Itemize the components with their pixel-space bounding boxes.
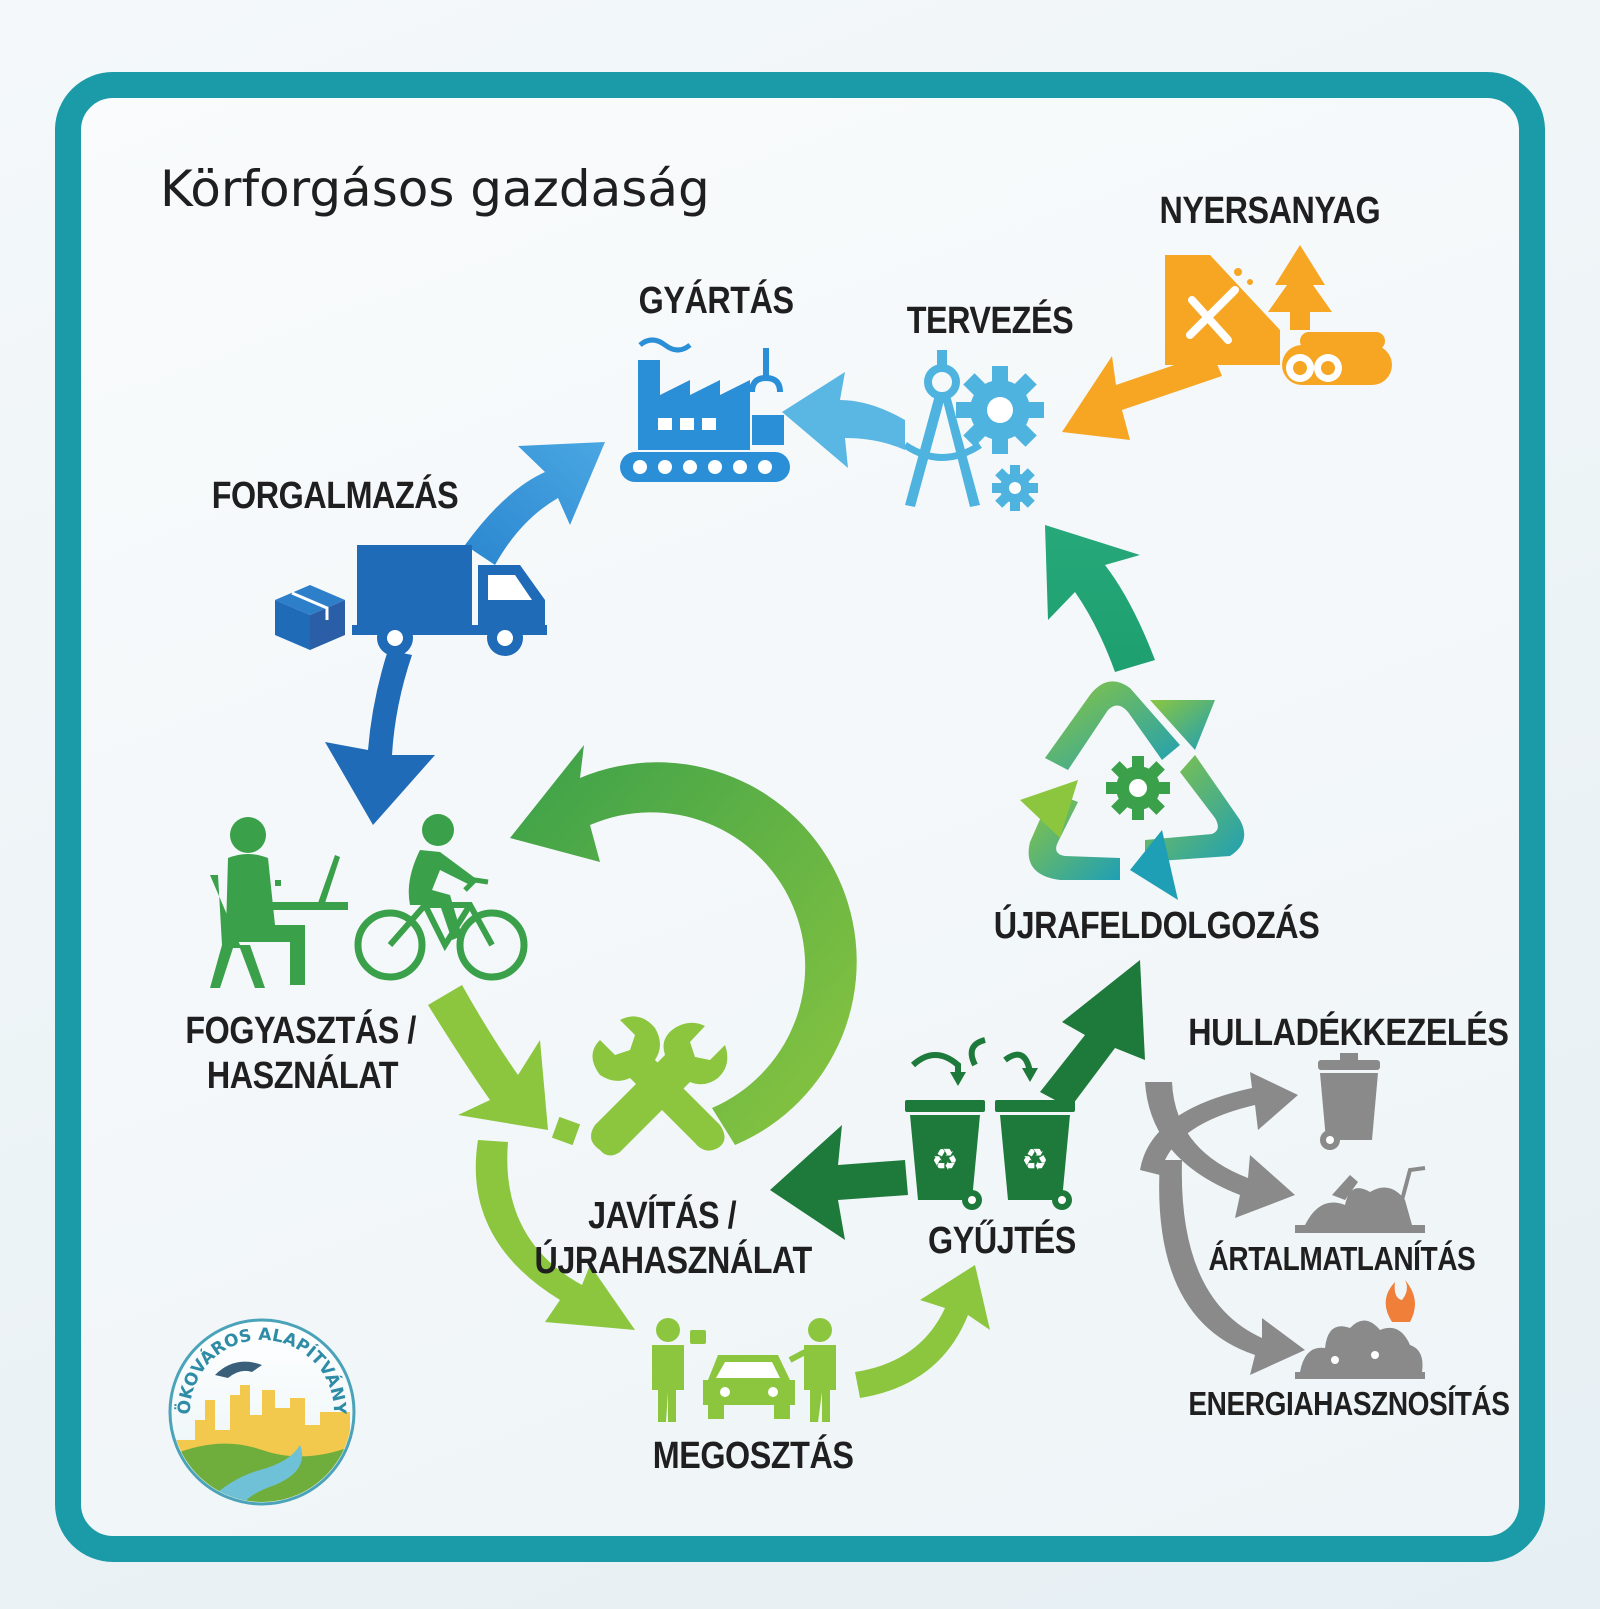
arrow-waste-to-bin-curve — [1140, 1072, 1298, 1175]
arrow-repair-loop — [510, 745, 857, 1145]
label-fogyasztas-line2: HASZNÁLAT — [206, 1055, 399, 1097]
tools-icon — [591, 1016, 728, 1156]
cyclist-icon — [354, 814, 528, 981]
arrow-recycling-to-design — [1045, 525, 1155, 672]
recycle-bins-icon: ♻ ♻ — [905, 1037, 1075, 1210]
recycle-symbol-icon — [1020, 681, 1245, 900]
arrow-repair-to-sharing — [475, 1140, 635, 1330]
label-gyartas: GYÁRTÁS — [638, 280, 794, 322]
package-icon — [275, 585, 345, 650]
arrow-sharing-to-collection — [855, 1265, 990, 1398]
label-nyersanyag: NYERSANYAG — [1159, 190, 1381, 232]
sharing-icon — [652, 1318, 836, 1422]
arrow-design-to-production — [782, 372, 905, 468]
arrow-consumption-to-repair — [428, 985, 548, 1130]
label-energiahasznositas: ENERGIAHASZNOSÍTÁS — [1188, 1385, 1510, 1422]
label-ujrafeldolgozas: ÚJRAFELDOLGOZÁS — [993, 905, 1320, 947]
raw-material-icon — [1165, 245, 1392, 385]
arrow-waste-to-disposal-curve — [1145, 1082, 1295, 1218]
svg-text:♻: ♻ — [1022, 1143, 1049, 1178]
label-forgalmazas: FORGALMAZÁS — [211, 475, 459, 517]
label-gyujtes: GYŰJTÉS — [928, 1220, 1076, 1262]
arrow-distribution-to-consumption — [325, 650, 435, 825]
label-megosztas: MEGOSZTÁS — [652, 1435, 854, 1477]
arrow-waste-to-energy-curve — [1159, 1160, 1305, 1375]
logo-emblem: ÖKOVÁROS ALAPÍTVÁNY — [168, 1318, 356, 1506]
label-hulladekkezeles: HULLADÉKKEZELÉS — [1188, 1012, 1509, 1054]
arrow-collection-to-recycling — [1040, 960, 1145, 1108]
label-fogyasztas-line1: FOGYASZTÁS / — [185, 1010, 416, 1052]
tools-dash-left — [551, 1116, 581, 1146]
label-javitas-line2: ÚJRAHASZNÁLAT — [534, 1240, 812, 1282]
label-artalmatlanitas: ÁRTALMATLANÍTÁS — [1208, 1240, 1476, 1277]
energy-recovery-icon — [1295, 1280, 1425, 1379]
svg-text:♻: ♻ — [932, 1143, 959, 1178]
arrow-raw-to-design — [1062, 352, 1222, 440]
truck-icon — [352, 545, 547, 656]
landfill-icon — [1295, 1166, 1426, 1233]
factory-icon — [620, 337, 790, 482]
page-title: Körforgásos gazdaság — [160, 160, 710, 218]
consumer-icon — [210, 817, 348, 988]
design-tools-icon — [903, 350, 1044, 511]
arrow-collection-to-repair — [770, 1125, 908, 1240]
label-javitas-line1: JAVÍTÁS / — [588, 1195, 737, 1237]
arrow-distribution-to-production — [465, 442, 605, 565]
label-tervezes: TERVEZÉS — [906, 300, 1074, 342]
trash-bin-icon — [1318, 1053, 1380, 1150]
